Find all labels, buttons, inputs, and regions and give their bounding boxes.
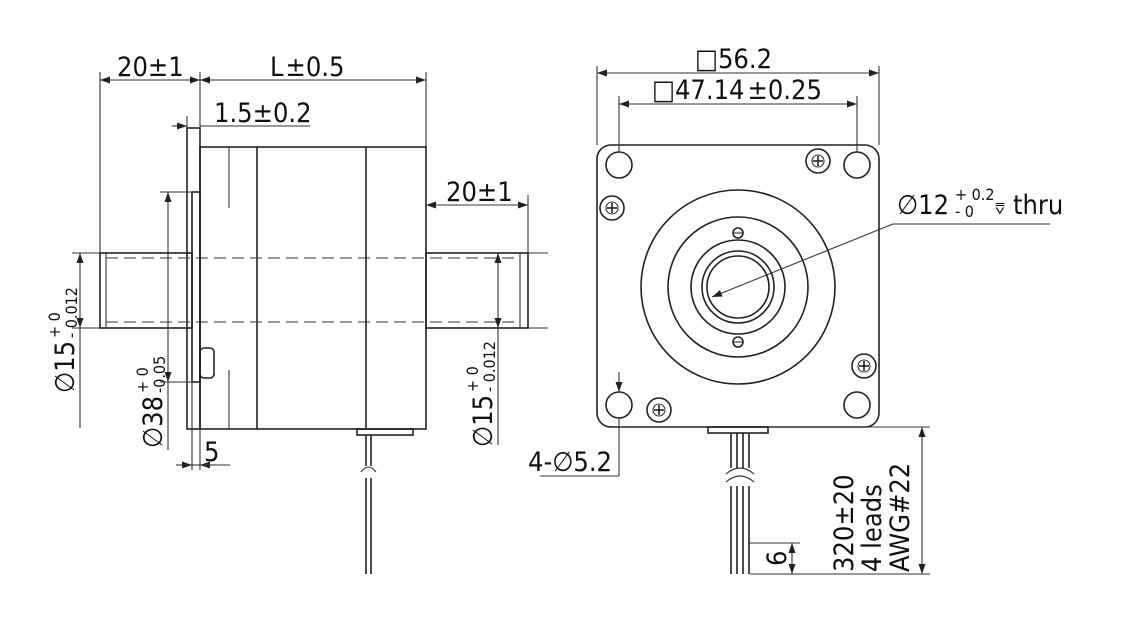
svg-text:⩢: ⩢	[995, 199, 1005, 218]
screw-icon	[646, 397, 672, 423]
pilot-boss	[191, 191, 201, 383]
front-shaft	[99, 252, 193, 329]
dim-hole-spacing: □47.14±0.25	[652, 75, 822, 106]
mounting-hole	[605, 151, 633, 179]
pilot-boss-outer	[640, 189, 836, 385]
screw-icon	[851, 353, 877, 379]
dim-front-shaft-diameter: ∅15 + 0 - 0.012	[45, 287, 81, 393]
screw-icon	[599, 195, 625, 221]
mounting-hole	[605, 391, 633, 419]
dim-rear-shaft-diameter: ∅15 + 0 - 0.012	[463, 341, 499, 447]
mounting-hole	[843, 391, 871, 419]
dim-flange-thickness: 1.5±0.2	[214, 98, 312, 129]
svg-text:-0.05: -0.05	[150, 356, 169, 393]
svg-text:- 0: - 0	[955, 202, 974, 221]
dim-strip-length: 6	[762, 551, 793, 566]
mounting-hole	[843, 151, 871, 179]
svg-text:4 leads: 4 leads	[857, 484, 888, 572]
svg-text:+ 0: + 0	[463, 366, 482, 392]
dim-rear-shaft-length: 20±1	[446, 177, 513, 208]
svg-text:∅15: ∅15	[468, 395, 499, 447]
dim-bore-diameter: ∅12 + 0.2 - 0 ⩢ thru	[897, 185, 1063, 221]
screw-icon	[805, 148, 831, 174]
dim-flange-length: 20±1	[117, 52, 184, 83]
svg-text:- 0.012: - 0.012	[480, 341, 499, 392]
dim-mount-holes: 4-∅5.2	[528, 447, 612, 478]
front-view: □56.2 □47.14±0.25 ∅12 + 0.2 - 0 ⩢ thru 4…	[528, 44, 1063, 575]
lead-connector	[356, 428, 414, 436]
flange-screw	[199, 347, 215, 379]
dim-boss-height: 5	[204, 437, 219, 468]
dim-body-length: L±0.5	[270, 52, 345, 83]
dim-lead-spec: 320±20 4 leads AWG#22	[829, 463, 916, 572]
motor-body	[199, 146, 427, 430]
bore-ring	[701, 250, 775, 324]
svg-text:∅12: ∅12	[897, 190, 949, 221]
svg-text:∅38: ∅38	[138, 396, 169, 448]
mounting-flange	[186, 127, 201, 430]
dim-line-bore-leader	[711, 223, 894, 298]
dim-square-size: □56.2	[695, 44, 772, 75]
svg-text:thru: thru	[1013, 190, 1063, 221]
side-view: 20±1 L±0.5 1.5±0.2 20±1 ∅15 + 0 - 0.012 …	[45, 52, 548, 574]
pilot-boss-inner	[667, 216, 809, 358]
svg-text:320±20: 320±20	[829, 474, 860, 572]
svg-text:+ 0: + 0	[133, 367, 152, 393]
rear-shaft	[425, 252, 529, 329]
lead-wires	[725, 433, 755, 574]
dim-boss-diameter: ∅38 + 0 -0.05	[133, 356, 169, 448]
bore-outer	[690, 239, 786, 335]
svg-text:+ 0: + 0	[45, 312, 64, 338]
svg-text:∅15: ∅15	[50, 341, 81, 393]
lead-exit	[707, 426, 769, 434]
svg-text:AWG#22: AWG#22	[885, 463, 916, 572]
svg-text:- 0.012: - 0.012	[62, 287, 81, 338]
svg-text:+ 0.2: + 0.2	[955, 185, 995, 204]
bore-hole	[706, 255, 770, 319]
